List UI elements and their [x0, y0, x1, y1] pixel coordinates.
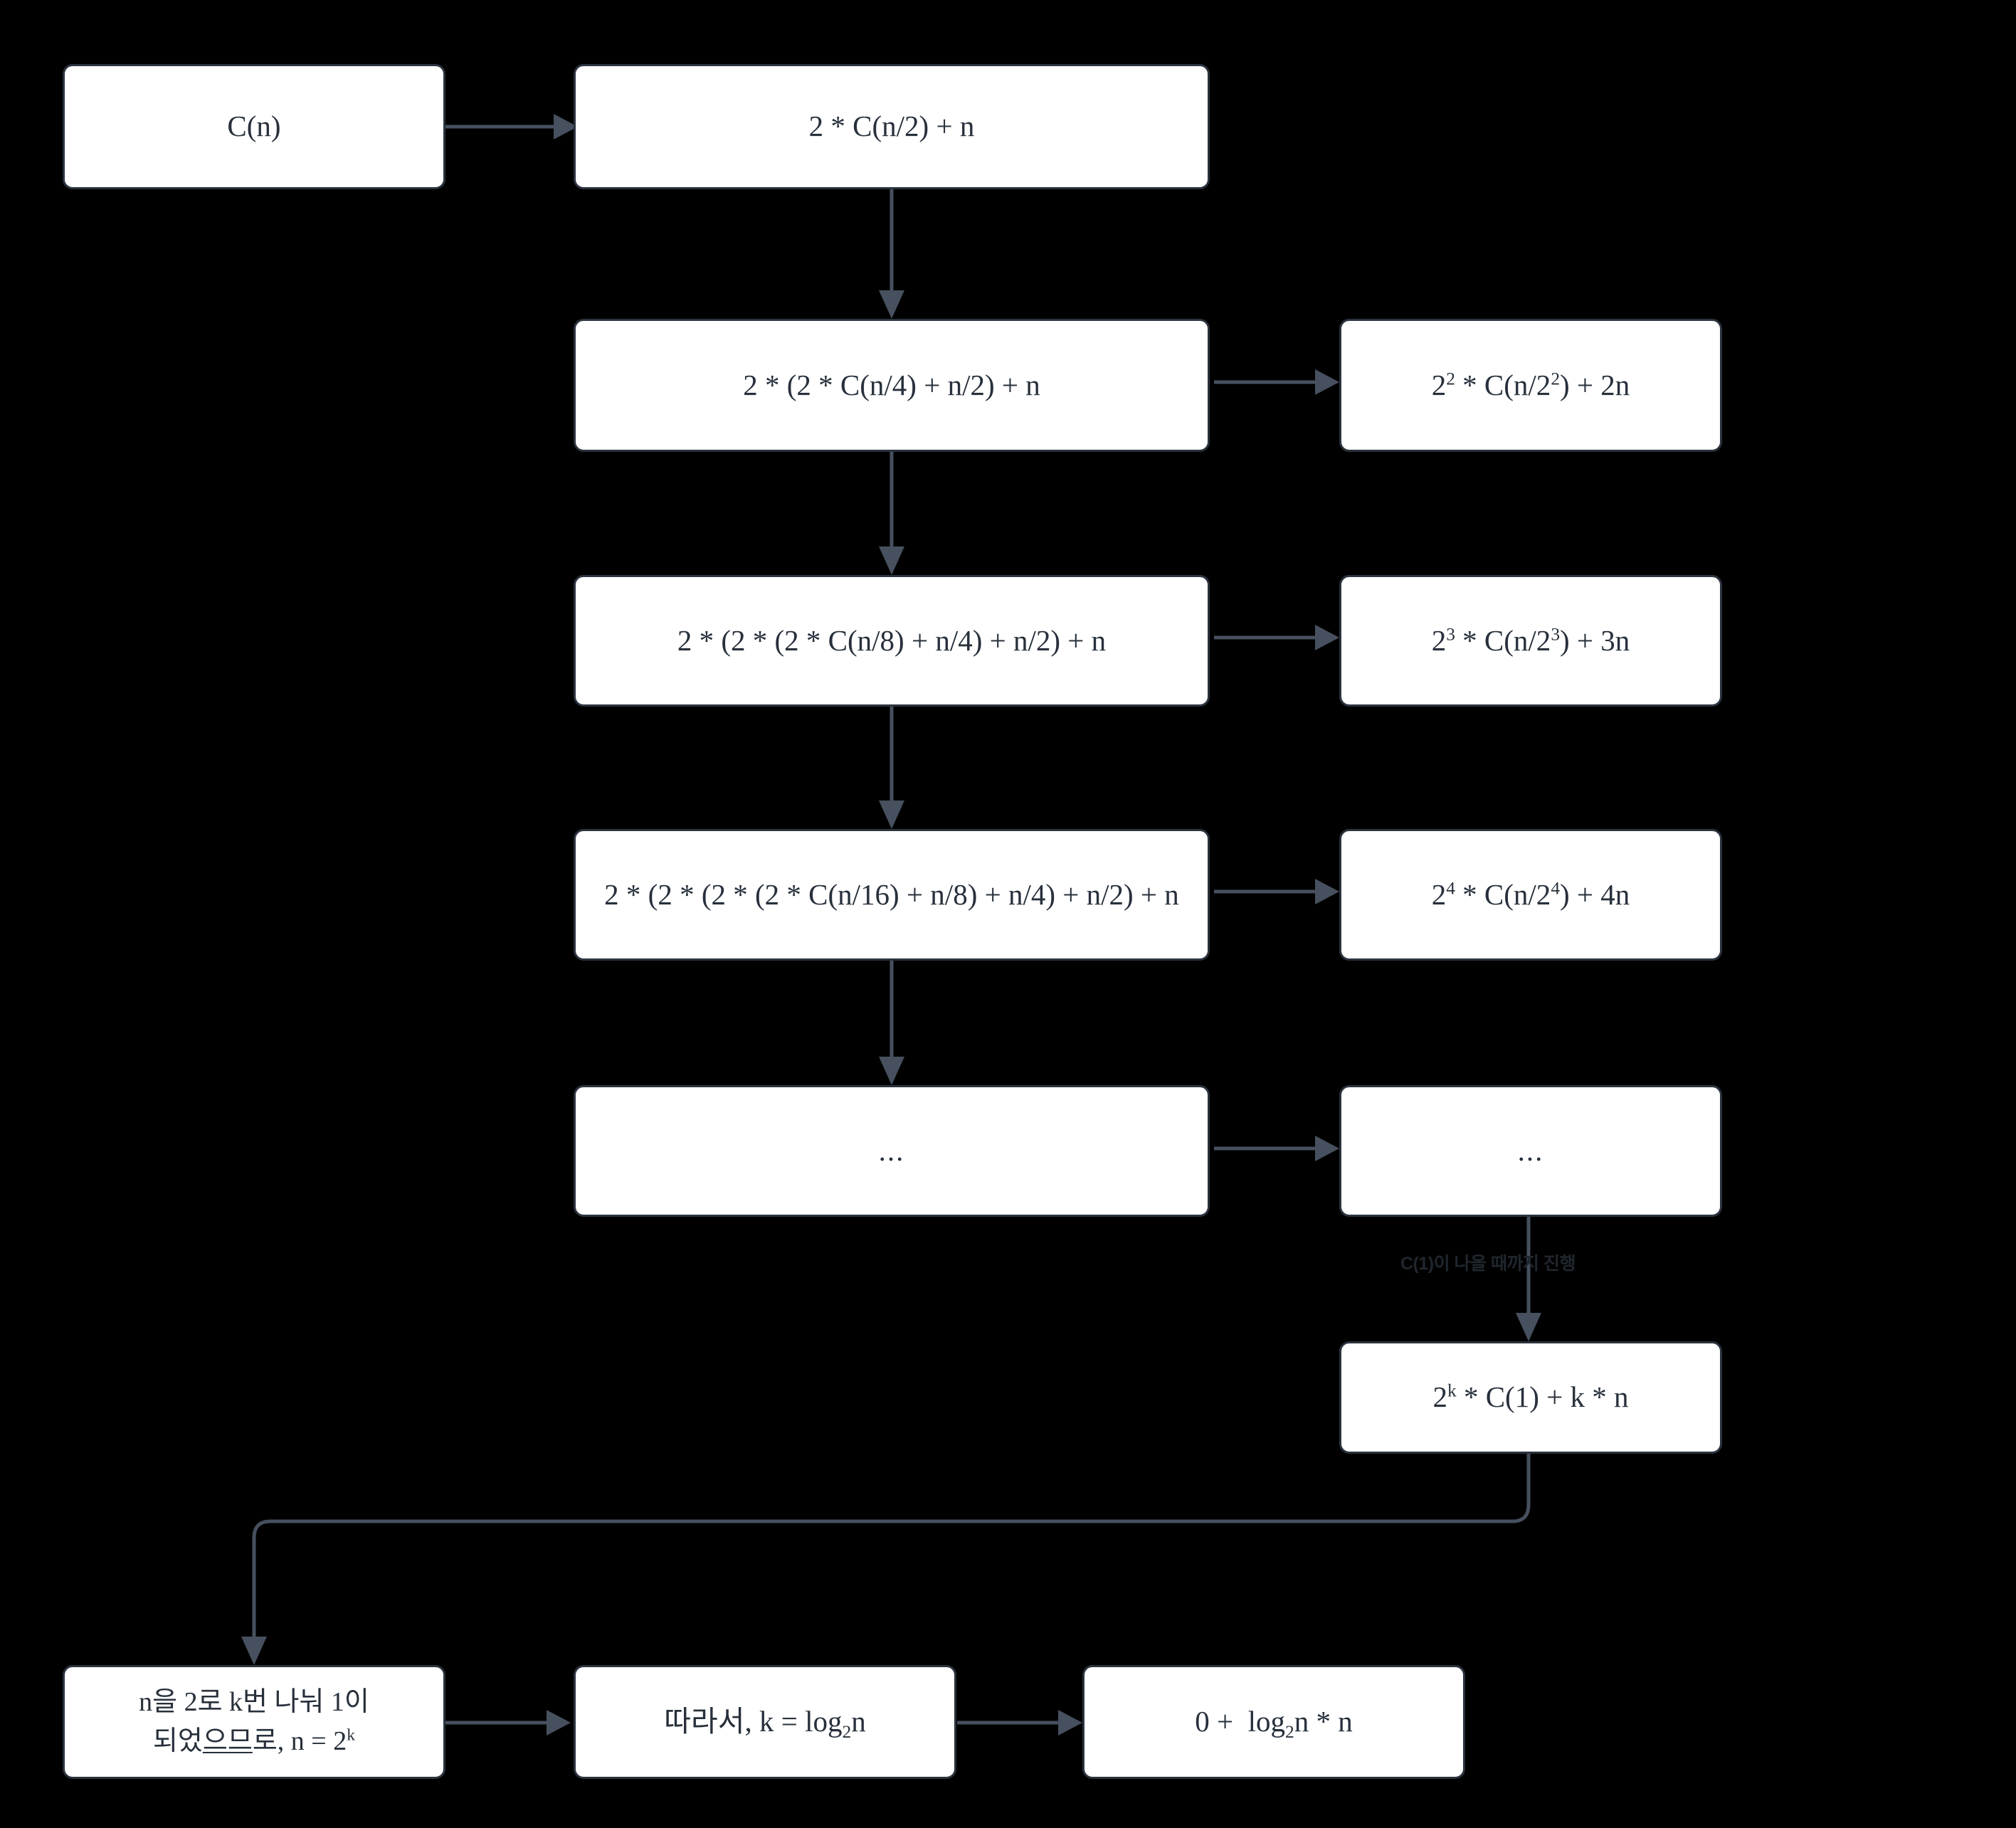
- edge-expand1-to-expand2: [879, 452, 904, 575]
- node-expansion-2[interactable]: 2 * (2 * (2 * C(n/8) + n/4) + n/2) + n: [574, 575, 1210, 707]
- edge-expand2-to-pow3: [1214, 625, 1339, 650]
- node-cn-label: C(n): [227, 110, 281, 143]
- node-closed-form-k3[interactable]: 23 * C(n/23) + 3n: [1339, 575, 1722, 707]
- node-ellipsis-right[interactable]: ...: [1339, 1085, 1722, 1217]
- node-cn[interactable]: C(n): [63, 64, 445, 189]
- node-recurrence-base-label: 2 * C(n/2) + n: [808, 110, 975, 143]
- edge-k-derivation-to-k-value: [445, 1710, 571, 1735]
- node-k-value-label: 따라서, k = log2n: [664, 1705, 866, 1743]
- node-ellipsis-right-label: ...: [1517, 1134, 1544, 1167]
- node-closed-form-k4[interactable]: 24 * C(n/24) + 4n: [1339, 829, 1722, 961]
- node-expansion-1[interactable]: 2 * (2 * C(n/4) + n/2) + n: [574, 319, 1210, 452]
- node-expansion-3-label: 2 * (2 * (2 * (2 * C(n/16) + n/8) + n/4)…: [604, 877, 1179, 911]
- node-expansion-2-label: 2 * (2 * (2 * C(n/8) + n/4) + n/2) + n: [677, 623, 1107, 657]
- node-k-value[interactable]: 따라서, k = log2n: [574, 1665, 956, 1779]
- node-expansion-1-label: 2 * (2 * C(n/4) + n/2) + n: [743, 368, 1040, 401]
- edge-cn-to-2cn2: [445, 114, 578, 139]
- k-derivation-misspelled: 으므: [202, 1726, 253, 1756]
- node-final-result-label: 0 + log2n * n: [1195, 1705, 1353, 1743]
- edge-expand3-to-dots-left: [879, 961, 904, 1085]
- node-closed-form-k2[interactable]: 22 * C(n/22) + 2n: [1339, 319, 1722, 452]
- node-closed-form-k4-label: 24 * C(n/24) + 4n: [1431, 877, 1630, 911]
- k-derivation-line2-b: 로, n = 2: [252, 1726, 347, 1756]
- edge-base-case-to-k-derivation: [241, 1454, 1531, 1665]
- edge-expand1-to-pow2: [1214, 369, 1339, 395]
- node-final-result[interactable]: 0 + log2n * n: [1082, 1665, 1465, 1779]
- edge-k-value-to-result: [957, 1710, 1082, 1735]
- node-base-case-label: 2k * C(1) + k * n: [1432, 1380, 1629, 1414]
- node-closed-form-k3-label: 23 * C(n/23) + 3n: [1431, 623, 1630, 657]
- k-derivation-line1: n을 2로 k번 나눠 1이: [139, 1686, 369, 1717]
- node-ellipsis-left-label: ...: [878, 1134, 905, 1167]
- edge-2cn2-to-expand1: [879, 188, 904, 319]
- edge-dots-right-to-base-case: [1516, 1217, 1541, 1341]
- node-recurrence-base[interactable]: 2 * C(n/2) + n: [574, 64, 1210, 189]
- node-expansion-3[interactable]: 2 * (2 * (2 * (2 * C(n/16) + n/8) + n/4)…: [574, 829, 1210, 961]
- edge-expand3-to-pow4: [1214, 879, 1339, 904]
- k-derivation-line2-a: 되었: [152, 1726, 203, 1756]
- edge-expand2-to-expand3: [879, 707, 904, 829]
- edge-dots-left-to-dots-right: [1214, 1136, 1339, 1161]
- node-closed-form-k2-label: 22 * C(n/22) + 2n: [1431, 368, 1630, 401]
- k-derivation-exponent: k: [347, 1726, 355, 1745]
- node-base-case[interactable]: 2k * C(1) + k * n: [1339, 1341, 1722, 1454]
- edge-label-until-c1: C(1)이 나올 때까지 진행: [1400, 1254, 1576, 1274]
- node-ellipsis-left[interactable]: ...: [574, 1085, 1210, 1217]
